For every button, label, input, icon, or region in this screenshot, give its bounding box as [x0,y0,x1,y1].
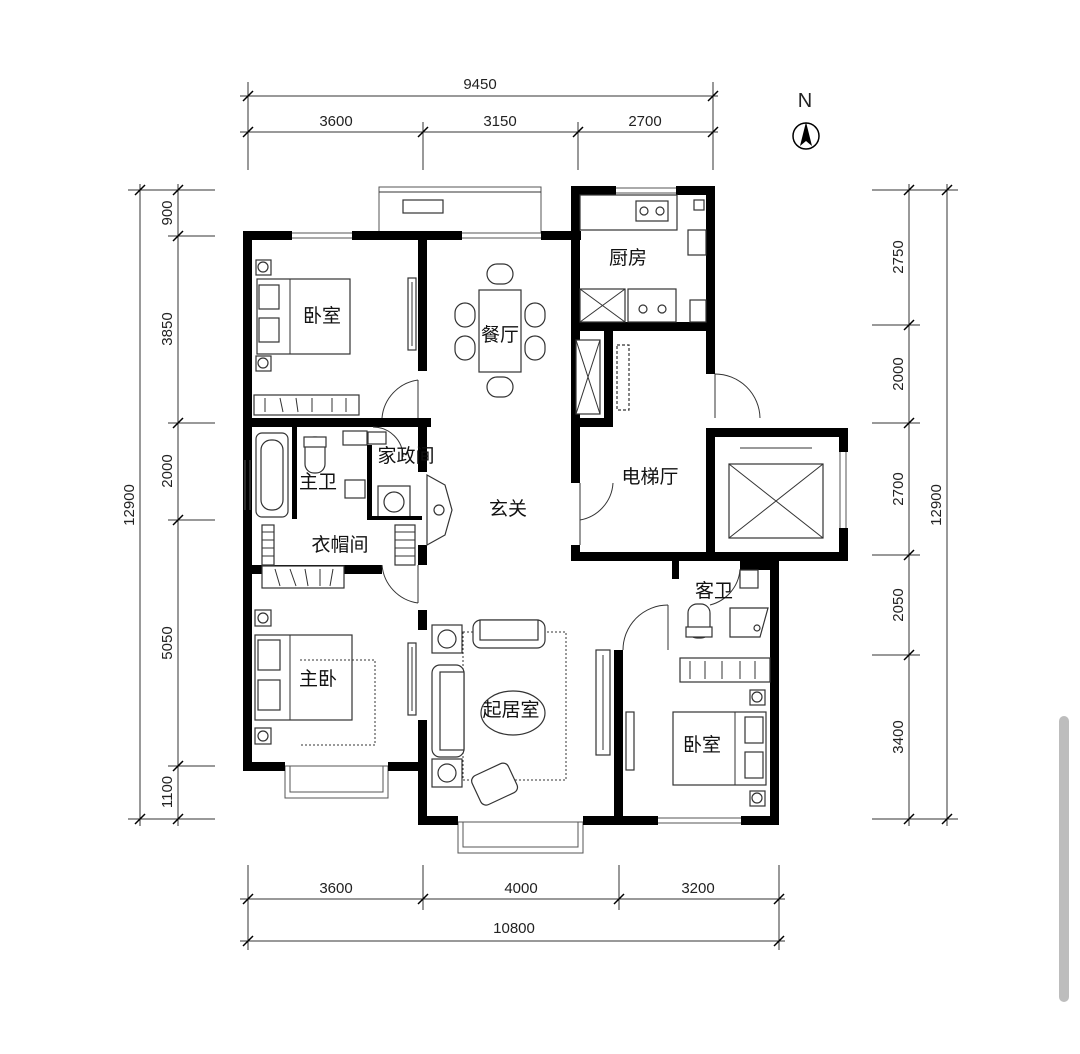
room-label-utility: 家政间 [377,445,434,467]
wardrobe-nw [253,394,360,416]
room-label-dining: 餐厅 [481,324,519,346]
doors [372,373,761,651]
dim-left-4: 5050 [159,626,176,659]
dim-top-total: 9450 [463,76,496,93]
dim-bottom-3: 3200 [681,880,714,897]
dim-right-3: 2700 [890,472,907,505]
dim-top-2: 3150 [483,113,516,130]
dim-right-1: 2750 [890,240,907,273]
living-furniture [431,619,567,806]
entry-cabinet [426,473,453,547]
dim-left-2: 3850 [159,312,176,345]
dim-right-total: 12900 [928,484,945,526]
compass-label: N [798,90,812,112]
balcony-north [378,186,542,234]
room-label-master-bedroom: 主卧 [299,668,337,690]
dim-top-1: 3600 [319,113,352,130]
utility-fixtures [367,431,422,520]
dim-right-2: 2000 [890,357,907,390]
dim-left-5: 1100 [159,776,176,808]
room-label-guest-bath: 客卫 [695,580,733,602]
guest-bath-fixtures [685,569,769,639]
room-label-living-room: 起居室 [482,699,539,721]
windows [244,187,847,824]
elevator-shaft [728,447,824,539]
tv-cabinet-nw [407,277,417,351]
room-labels: 卧室 餐厅 厨房 主卫 家政间 玄关 电梯厅 衣帽间 客卫 主卧 起居室 卧室 [299,247,733,756]
dim-top-3: 2700 [628,113,661,130]
room-label-kitchen: 厨房 [609,247,647,269]
bed-nw [255,259,351,372]
dim-bottom-total: 10800 [493,920,535,937]
closet-racks [261,524,416,589]
dim-right-5: 3400 [890,720,907,753]
room-label-elevator-hall: 电梯厅 [621,466,678,488]
room-label-bedroom-nw: 卧室 [303,305,341,327]
kitchen-counters [579,194,707,323]
dim-left-3: 2000 [159,454,176,487]
bay-window-living [457,821,584,854]
wardrobe-se [679,657,771,683]
dining-table [454,263,546,398]
dimension-ticks [134,90,953,947]
tv-cabinet-master [407,642,417,716]
tv-cabinet-living [595,649,635,771]
dimension-lines [128,82,958,950]
dim-bottom-2: 4000 [504,880,537,897]
room-label-bedroom-se: 卧室 [683,734,721,756]
dimension-labels: 9450 3600 3150 2700 3600 4000 3200 10800… [121,76,945,937]
room-label-foyer: 玄关 [489,498,527,520]
north-arrow-icon: N [792,90,820,150]
room-label-closet: 衣帽间 [311,534,368,556]
walls [243,186,848,825]
dim-left-total: 12900 [121,484,138,526]
dim-right-4: 2050 [890,588,907,621]
master-bath-fixtures [255,430,368,518]
dim-bottom-1: 3600 [319,880,352,897]
bed-master [254,609,376,746]
bay-window-master [284,765,389,799]
room-label-master-bath: 主卫 [299,471,337,493]
dim-left-1: 900 [159,200,176,225]
bed-se [672,689,767,807]
vertical-scrollbar[interactable] [1059,716,1069,1002]
corridor-storage [575,339,630,415]
